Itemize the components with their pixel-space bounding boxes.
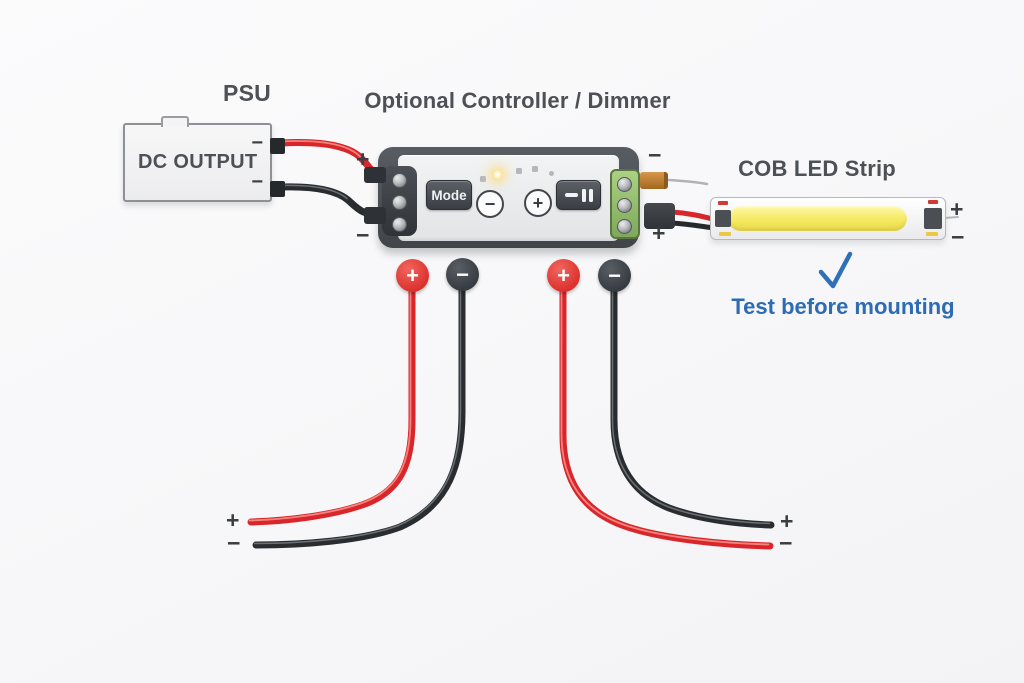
screw-icon xyxy=(392,195,407,210)
screw-icon xyxy=(617,219,632,234)
strip-minus-label: − xyxy=(951,224,965,250)
controller-title: Optional Controller / Dimmer xyxy=(364,88,671,113)
input-connector-positive xyxy=(364,167,386,183)
screw-icon xyxy=(392,173,407,188)
controller-input-plus-label: + xyxy=(356,146,370,172)
screw-icon xyxy=(617,177,632,192)
dim-up-button[interactable]: + xyxy=(524,189,552,217)
led-indicator-dot xyxy=(549,171,554,176)
psu-display-text: DC OUTPUT xyxy=(138,151,258,173)
strip-left-positive-tick xyxy=(718,201,728,205)
pause-icon xyxy=(581,188,593,202)
power-pause-button[interactable] xyxy=(556,180,601,210)
dc-barrel-connector xyxy=(640,172,668,189)
lead-badge-positive-1: + xyxy=(396,259,429,292)
strip-left-negative-tick xyxy=(719,232,731,236)
cob-led-bar xyxy=(728,206,907,231)
lead-badge-negative-1: − xyxy=(446,258,479,291)
strip-right-pad xyxy=(924,208,942,229)
lead-badge-negative-2: − xyxy=(598,259,631,292)
led-indicator-dot xyxy=(516,168,522,174)
power-indicator-light xyxy=(492,169,503,180)
strip-right-negative-tick xyxy=(926,232,938,236)
controller-output-minus-label: − xyxy=(648,142,662,168)
lead-wire-right-red-shine xyxy=(560,285,770,546)
strip-left-pad xyxy=(715,210,731,227)
mode-button[interactable]: Mode xyxy=(426,180,472,210)
strip-negative-wire xyxy=(669,220,717,231)
test-note-text: Test before mounting xyxy=(731,294,955,319)
strip-end-stub-wire xyxy=(943,216,959,219)
psu-title: PSU xyxy=(223,80,271,106)
controller-left-terminal xyxy=(382,166,417,236)
lead-left-plus-label: + xyxy=(226,507,240,533)
input-connector-negative xyxy=(364,207,386,224)
lead-wire-left-black xyxy=(252,284,466,549)
lead-right-minus-label: − xyxy=(779,530,793,556)
dim-down-button[interactable]: − xyxy=(476,190,504,218)
lead-badge-positive-2: + xyxy=(547,259,580,292)
lead-wire-left-black-shine xyxy=(253,285,462,545)
psu-terminal-top-polarity: − xyxy=(251,132,263,154)
strip-title: COB LED Strip xyxy=(738,156,896,181)
psu-terminal-stub-top xyxy=(270,138,285,154)
led-indicator-dot xyxy=(480,176,486,182)
check-icon xyxy=(818,251,853,289)
lead-right-plus-label: + xyxy=(780,508,794,534)
barrel-signal-wire xyxy=(667,178,709,186)
lead-wire-left-red-shine xyxy=(248,285,412,522)
psu-box: DC OUTPUT − − xyxy=(123,116,285,202)
psu-positive-wire-shine xyxy=(279,140,361,158)
screw-icon xyxy=(617,198,632,213)
psu-terminal-bottom-polarity: − xyxy=(251,171,263,193)
controller-input-minus-label: − xyxy=(356,222,370,248)
lead-left-minus-label: − xyxy=(227,530,241,556)
psu-negative-wire-shine xyxy=(279,184,348,200)
lead-wire-right-black xyxy=(610,284,775,529)
strip-plus-label: + xyxy=(950,196,964,222)
dash-icon xyxy=(564,193,578,197)
strip-right-positive-tick xyxy=(928,200,938,204)
controller-output-plus-label: + xyxy=(652,220,666,246)
controller-right-terminal xyxy=(610,169,640,239)
output-connector xyxy=(644,203,675,229)
lead-wire-right-black-shine xyxy=(611,285,771,525)
led-indicator-dot xyxy=(532,166,538,172)
psu-top-tab xyxy=(161,116,189,127)
psu-terminal-stub-bottom xyxy=(270,181,285,197)
screw-icon xyxy=(392,217,407,232)
led-strip xyxy=(710,197,946,240)
lead-wire-left-red xyxy=(247,284,416,526)
